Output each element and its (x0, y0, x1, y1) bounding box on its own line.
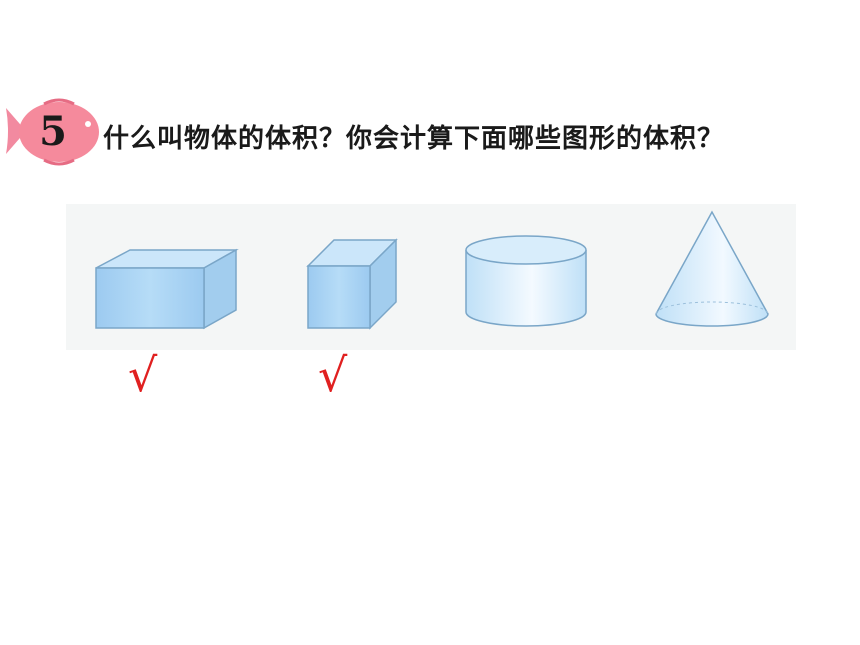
cuboid-shape (95, 248, 239, 330)
shapes-panel (66, 204, 796, 350)
question-number: 5 (39, 107, 67, 155)
cylinder-shape (465, 235, 587, 327)
check-mark-cube: √ (318, 348, 348, 402)
cube-shape (306, 238, 398, 330)
question-text: 什么叫物体的体积？你会计算下面哪些图形的体积？ (103, 124, 725, 154)
question-row: 5 什么叫物体的体积？你会计算下面哪些图形的体积？ (0, 88, 860, 178)
check-mark-cuboid: √ (128, 348, 158, 402)
fish-icon (6, 98, 99, 166)
cone-shape (655, 210, 769, 327)
